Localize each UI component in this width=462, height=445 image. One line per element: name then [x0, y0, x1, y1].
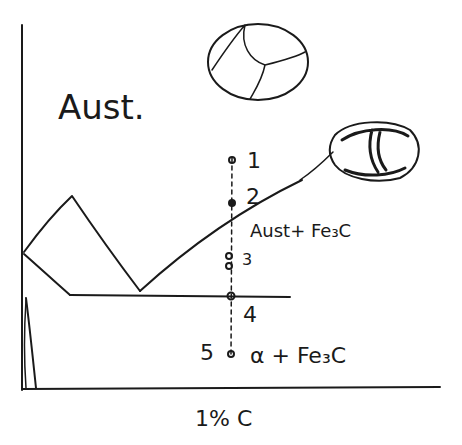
callout-number: 4 [243, 304, 257, 326]
grain-boundaries [212, 25, 305, 99]
callout-number: 3 [242, 252, 252, 268]
composition-axis [22, 387, 440, 389]
phase-label: Aust+ Fe₃C [250, 222, 351, 240]
ferrite-solvus-inner [25, 300, 27, 388]
point-marker [229, 200, 235, 206]
point-marker [226, 263, 232, 269]
austenite-grain-sketch [208, 24, 308, 100]
callout-number: 2 [246, 186, 260, 208]
point-marker [226, 253, 232, 259]
eutectoid-line [70, 295, 290, 297]
leader-line [300, 152, 333, 180]
ferrite-boundary [24, 254, 70, 295]
pearlite-grain-sketch [330, 122, 419, 181]
phase-label: α + Fe₃C [250, 345, 346, 367]
a3-line [24, 196, 140, 291]
phase-label: Aust. [58, 90, 145, 124]
temperature-axis [21, 25, 23, 390]
ferrite-solvus [26, 298, 36, 388]
point-marker [228, 351, 234, 357]
composition-label: 1% C [195, 408, 252, 430]
callout-number: 5 [200, 342, 214, 364]
point-marker [228, 293, 235, 300]
cementite-network [342, 130, 408, 175]
callout-number: 1 [247, 150, 261, 172]
point-marker [229, 157, 235, 163]
